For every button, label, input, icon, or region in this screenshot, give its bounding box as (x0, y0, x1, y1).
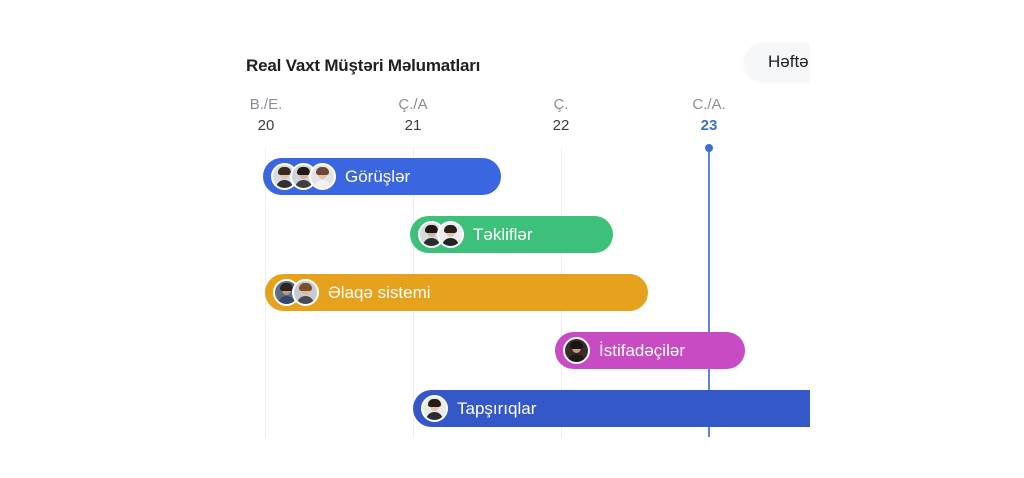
day-number: 21 (404, 117, 422, 134)
avatar-group (563, 337, 590, 364)
avatar (563, 337, 590, 364)
day-number: 22 (552, 117, 570, 134)
current-time-line (708, 149, 710, 437)
task-label: Görüşlər (345, 166, 411, 186)
task-bar-users[interactable]: İstifadəçilər (555, 332, 745, 369)
avatar (292, 279, 319, 306)
page-title: Real Vaxt Müştəri Məlumatları (246, 56, 481, 75)
day-name: B./E. (249, 96, 283, 113)
day-header-tue: Ç./A 21 (383, 96, 443, 134)
task-bar-tasks[interactable]: Tapşırıqlar (413, 390, 810, 427)
avatar (437, 221, 464, 248)
task-bar-proposals[interactable]: Təkliflər (410, 216, 613, 253)
day-name: Ç./A (398, 96, 428, 113)
current-time-dot (705, 144, 713, 152)
avatar (421, 395, 448, 422)
day-number: 23 (700, 117, 718, 134)
task-bar-meetings[interactable]: Görüşlər (263, 158, 501, 195)
avatar-group (421, 395, 448, 422)
task-label: Əlaqə sistemi (328, 282, 431, 302)
day-number: 20 (257, 117, 275, 134)
avatar-group (418, 221, 464, 248)
avatar-group (273, 279, 319, 306)
task-label: İstifadəçilər (599, 340, 685, 360)
task-bar-contact-system[interactable]: Əlaqə sistemi (265, 274, 648, 311)
task-label: Təkliflər (473, 224, 533, 244)
day-name: C./A. (692, 96, 726, 113)
day-name: Ç. (553, 96, 569, 113)
avatar-group (271, 163, 336, 190)
timeline-panel: Real Vaxt Müştəri Məlumatları Həftə B./E… (236, 30, 810, 450)
day-header-mon: B./E. 20 (236, 96, 296, 134)
day-header-wed: Ç. 22 (531, 96, 591, 134)
day-header-thu-today: C./A. 23 (679, 96, 739, 134)
week-view-button[interactable]: Həftə (744, 43, 810, 81)
task-label: Tapşırıqlar (457, 398, 537, 418)
avatar (309, 163, 336, 190)
